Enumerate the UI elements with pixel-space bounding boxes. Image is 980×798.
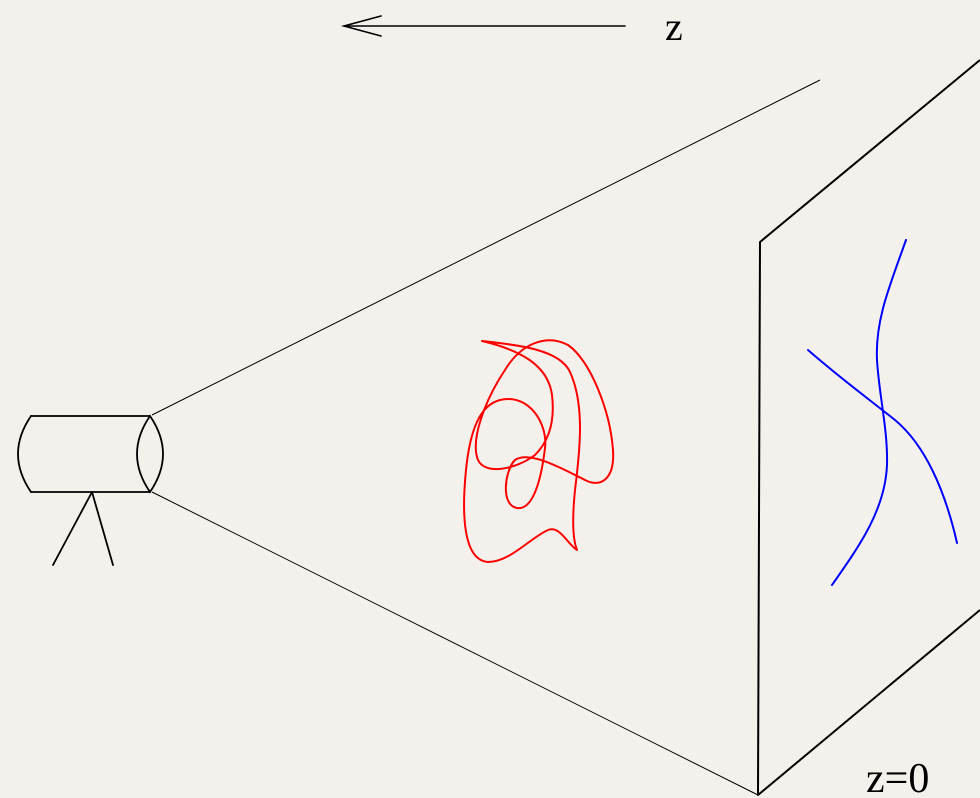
- camera-icon: [17, 414, 164, 566]
- red-tangled-string: [463, 339, 615, 563]
- z-axis-label: z: [665, 4, 683, 49]
- viewing-frustum: [151, 79, 821, 796]
- plane-label: z=0: [866, 756, 929, 798]
- arrow-head: [340, 15, 382, 37]
- frustum-upper-line: [151, 79, 821, 416]
- camera-lens: [136, 414, 164, 494]
- plane-outline: [757, 59, 980, 796]
- blue-projected-curves: [807, 239, 958, 586]
- z-direction-arrow: [340, 15, 626, 37]
- projected-curve-b: [807, 349, 958, 544]
- projected-curve-a: [831, 239, 907, 586]
- tripod-right-leg: [91, 491, 114, 566]
- projection-plane: [757, 59, 980, 796]
- frustum-lower-line: [151, 491, 759, 796]
- tripod-left-leg: [52, 491, 93, 566]
- camera-rear-cap: [17, 415, 32, 493]
